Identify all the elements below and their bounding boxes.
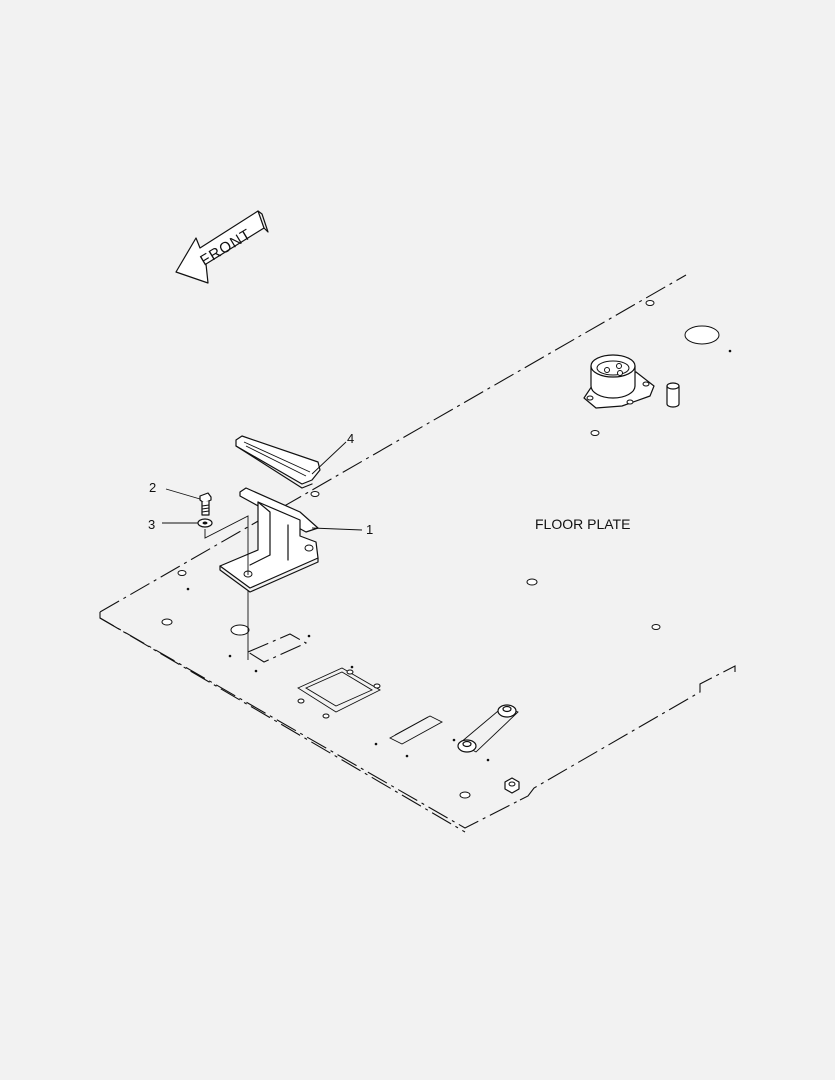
callout-3: 3: [148, 517, 155, 532]
front-arrow: FRONT: [175, 210, 269, 284]
pedal-pad: [235, 435, 321, 489]
plate-holes: [161, 300, 732, 799]
callout-4: 4: [347, 431, 354, 446]
callout-1: 1: [366, 522, 373, 537]
floor-plate-label: FLOOR PLATE: [535, 516, 630, 532]
callout-2: 2: [149, 480, 156, 495]
floor-mount-boss: [583, 354, 680, 409]
floor-plate-outline: [99, 274, 736, 833]
assembly-lines: [204, 515, 249, 660]
callout-leaders: [162, 441, 363, 531]
bolt-and-washer: [197, 492, 213, 528]
pedal-bracket: [219, 487, 319, 593]
